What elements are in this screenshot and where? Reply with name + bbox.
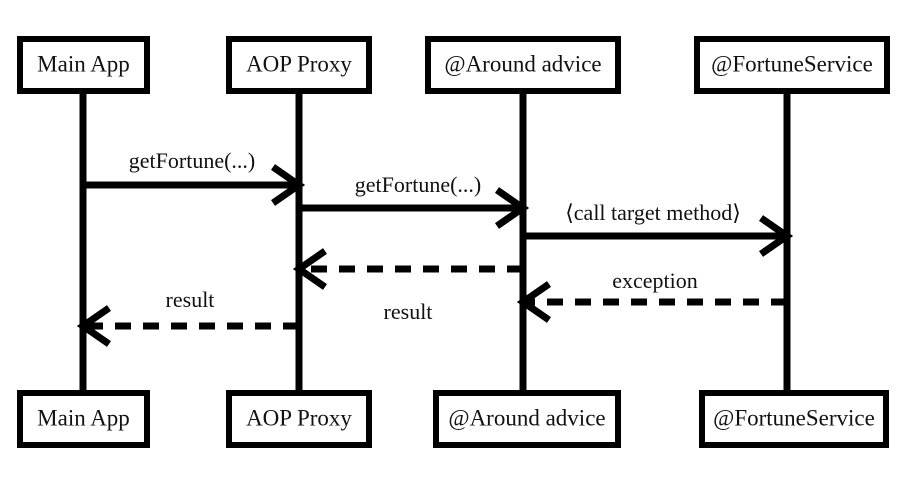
top-participant-box-main-app[interactable]: Main App (17, 36, 150, 94)
participant-box-outline (433, 390, 621, 448)
arrowhead-msg-4 (516, 281, 551, 323)
participant-box-outline (226, 36, 372, 94)
arrowhead-msg-2 (495, 187, 530, 229)
participant-box-outline (226, 390, 372, 448)
bottom-participant-box-main-app[interactable]: Main App (17, 390, 150, 448)
participant-label-aop-proxy: AOP Proxy (246, 51, 352, 76)
message-msg-3: ⟨call target method⟩ (523, 200, 794, 257)
message-label-msg-1: getFortune(...) (129, 148, 255, 173)
participant-label-aop-proxy: AOP Proxy (246, 405, 352, 430)
message-msg-4: exception (516, 268, 787, 323)
participant-box-outline (425, 36, 621, 94)
arrowhead-msg-3 (759, 215, 794, 257)
messages-group: getFortune(...) getFortune(...) ⟨call targ… (76, 148, 794, 347)
bottom-participant-box-aop-proxy[interactable]: AOP Proxy (226, 390, 372, 448)
participant-label-fortune-service: @FortuneService (711, 51, 873, 76)
participant-label-main-app: Main App (37, 405, 130, 430)
message-msg-5: result (292, 248, 523, 324)
participant-label-main-app: Main App (37, 51, 130, 76)
participant-label-fortune-service: @FortuneService (713, 405, 875, 430)
message-label-msg-3: ⟨call target method⟩ (565, 200, 741, 225)
participant-label-around-advice: @Around advice (444, 51, 601, 76)
participant-box-outline (17, 390, 150, 448)
message-msg-2: getFortune(...) (299, 172, 530, 229)
arrowhead-msg-6 (76, 305, 111, 347)
participant-label-around-advice: @Around advice (448, 405, 605, 430)
message-label-msg-6: result (166, 287, 215, 312)
arrowhead-msg-1 (271, 164, 306, 206)
bottom-participant-box-around-advice[interactable]: @Around advice (433, 390, 621, 448)
message-label-msg-4: exception (612, 268, 698, 293)
arrowhead-msg-5 (292, 248, 327, 290)
participant-box-outline (699, 390, 889, 448)
message-msg-1: getFortune(...) (83, 148, 306, 206)
top-participant-box-fortune-service[interactable]: @FortuneService (694, 36, 890, 94)
participant-box-outline (17, 36, 150, 94)
top-participant-box-around-advice[interactable]: @Around advice (425, 36, 621, 94)
participant-box-outline (694, 36, 890, 94)
lifelines-group (79, 94, 791, 390)
message-label-msg-5: result (384, 299, 433, 324)
top-participant-box-aop-proxy[interactable]: AOP Proxy (226, 36, 372, 94)
message-label-msg-2: getFortune(...) (355, 172, 481, 197)
message-msg-6: result (76, 287, 299, 347)
bottom-participant-box-fortune-service[interactable]: @FortuneService (699, 390, 889, 448)
